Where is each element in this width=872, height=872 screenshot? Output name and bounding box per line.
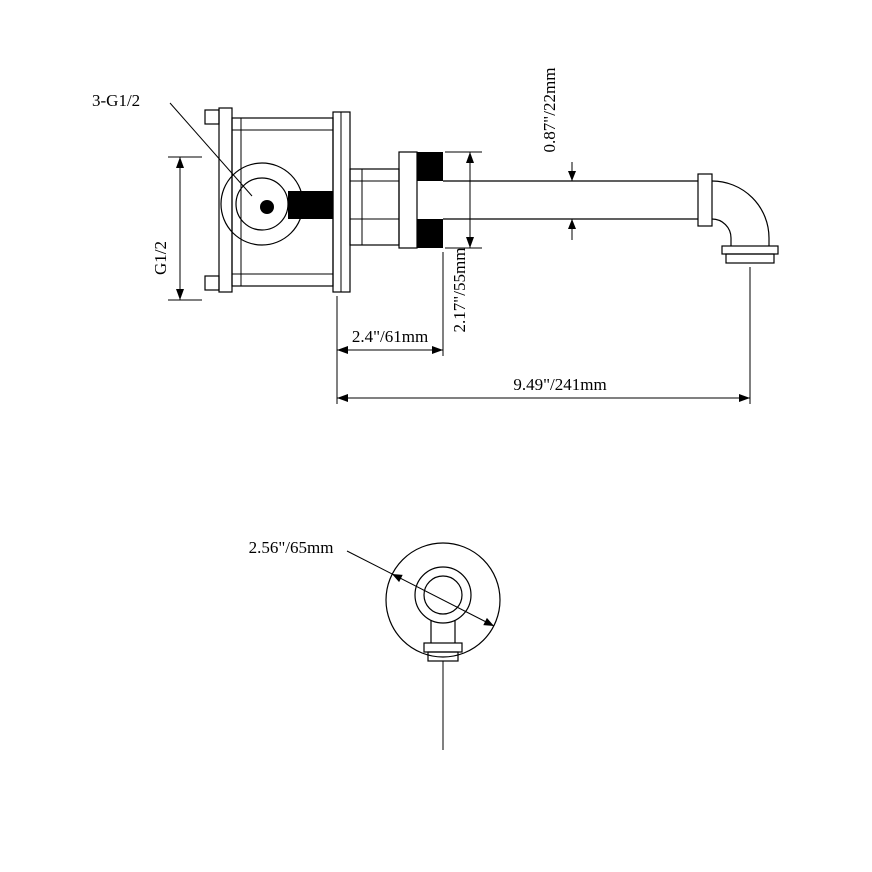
ports-label: 3-G1/2 (92, 91, 140, 110)
spout-ring-inner (423, 575, 463, 615)
escutcheon-circle (385, 542, 501, 658)
arrowhead (176, 157, 184, 168)
dimension-flange-height: 2.17"/55mm (445, 151, 482, 333)
dimension-spout-diameter: 0.87"/22mm (540, 68, 576, 240)
arrowhead (337, 394, 348, 402)
dimension-line (346, 550, 495, 627)
spout-ring-outer (414, 566, 472, 624)
valve-depth-label: 2.4"/61mm (352, 327, 428, 346)
arrowhead (176, 289, 184, 300)
arrowhead (466, 152, 474, 163)
mounting-tab-top (204, 109, 220, 125)
escutcheon-diameter-label: 2.56"/65mm (249, 538, 334, 557)
dimension-spout-reach: 9.49"/241mm (337, 267, 751, 404)
threaded-nipple (288, 191, 333, 219)
spout-diameter-label: 0.87"/22mm (540, 68, 559, 153)
spout-neck-flange (423, 642, 463, 653)
flange-height-label: 2.17"/55mm (450, 248, 469, 333)
dimension-escutcheon-diameter: 2.56"/65mm (249, 538, 495, 627)
arrowhead (337, 346, 348, 354)
outlet-flange-band (721, 245, 779, 255)
arrowhead (466, 237, 474, 248)
spout-shank (349, 168, 400, 246)
mounting-tab-bottom (204, 275, 220, 291)
arrowhead (568, 171, 576, 181)
valve-assembly (169, 102, 351, 293)
cartridge-stem-dot (260, 200, 274, 214)
spout-reach-label: 9.49"/241mm (513, 375, 606, 394)
spout-flange (398, 151, 418, 249)
arrowhead (568, 219, 576, 229)
arrowhead (432, 346, 443, 354)
arrowhead (392, 574, 403, 583)
arrowhead (483, 617, 494, 626)
dimensions: 3-G1/2 G1/2 0.87"/22mm (92, 68, 751, 404)
outlet-end-band (725, 253, 775, 264)
elbow-inner-curve (711, 218, 732, 246)
mounting-nut-bottom (417, 219, 443, 248)
dimension-inlet-thread: G1/2 (151, 156, 202, 301)
spout-pipe (349, 151, 698, 249)
front-view: 2.56"/65mm (249, 538, 501, 750)
arrowhead (739, 394, 750, 402)
ports-leader-line (169, 102, 253, 197)
inlet-thread-label: G1/2 (151, 241, 170, 275)
elbow-outer-curve (711, 180, 770, 246)
dimension-valve-depth: 2.4"/61mm (336, 252, 444, 404)
side-view: 3-G1/2 G1/2 0.87"/22mm (92, 68, 779, 404)
elbow-collar (697, 173, 713, 227)
elbow (697, 173, 779, 264)
mounting-nut-top (417, 152, 443, 181)
